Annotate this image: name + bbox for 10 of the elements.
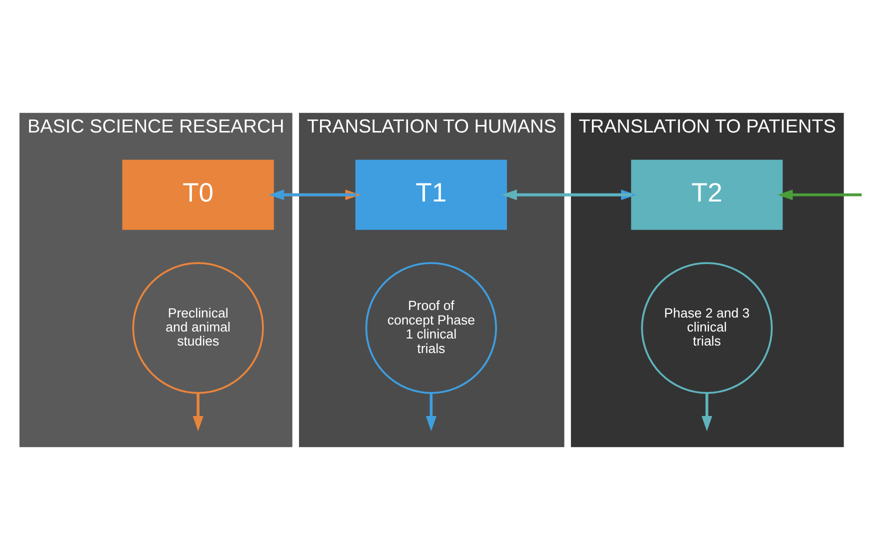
node-box: T0 (122, 160, 274, 230)
arrow (426, 392, 436, 432)
node-box: T2 (631, 160, 783, 230)
arrow (192, 392, 204, 432)
arrow (778, 190, 862, 200)
node-box: T1 (355, 160, 507, 230)
node-circle: Preclinical and animal studies (132, 262, 264, 394)
arrow (702, 392, 712, 432)
node-circle: Proof of concept Phase 1 clinical trials (365, 262, 498, 394)
node-circle: Phase 2 and 3 clinical trials (641, 262, 773, 394)
